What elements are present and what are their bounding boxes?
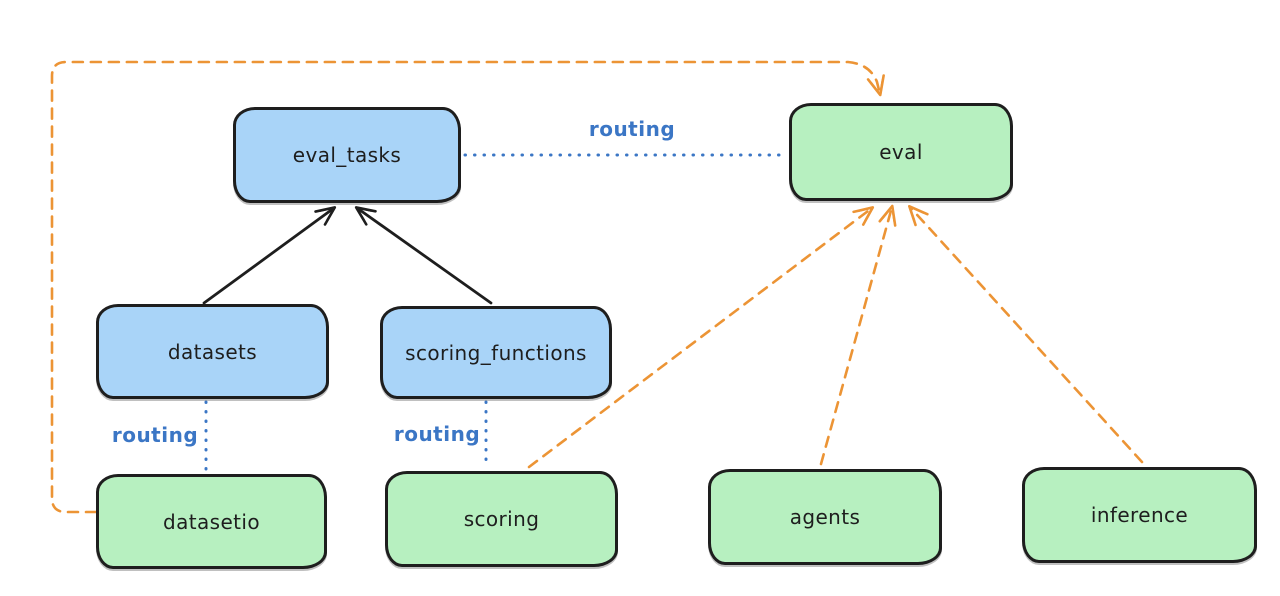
node-eval[interactable]: eval xyxy=(789,103,1013,201)
edge-label-routing-middle: routing xyxy=(393,422,481,446)
edge-scoring-to-eval[interactable] xyxy=(527,206,875,469)
node-inference-label: inference xyxy=(1090,503,1189,527)
node-datasets[interactable]: datasets xyxy=(96,304,329,399)
node-datasetio-label: datasetio xyxy=(162,509,260,534)
edge-inference-to-eval[interactable] xyxy=(908,204,1144,464)
node-datasets-label: datasets xyxy=(167,339,258,364)
node-eval-tasks-label: eval_tasks xyxy=(292,143,402,167)
edge-scoring-functions-to-eval-tasks[interactable] xyxy=(354,206,493,305)
edge-datasets-to-eval-tasks[interactable] xyxy=(202,206,337,305)
node-inference[interactable]: inference xyxy=(1022,467,1257,563)
node-scoring-label: scoring xyxy=(463,507,540,531)
node-agents-label: agents xyxy=(789,505,861,529)
edge-label-routing-left: routing xyxy=(111,423,199,447)
edge-label-routing-top: routing xyxy=(588,117,676,141)
node-agents[interactable]: agents xyxy=(708,469,942,565)
edge-datasetio-to-eval[interactable] xyxy=(50,60,885,514)
node-scoring-functions[interactable]: scoring_functions xyxy=(380,306,612,399)
node-datasetio[interactable]: datasetio xyxy=(96,474,327,569)
node-scoring[interactable]: scoring xyxy=(385,471,618,567)
node-eval-tasks[interactable]: eval_tasks xyxy=(233,107,461,203)
edge-agents-to-eval[interactable] xyxy=(819,204,897,466)
node-eval-label: eval xyxy=(879,140,923,164)
node-scoring-functions-label: scoring_functions xyxy=(405,340,587,365)
